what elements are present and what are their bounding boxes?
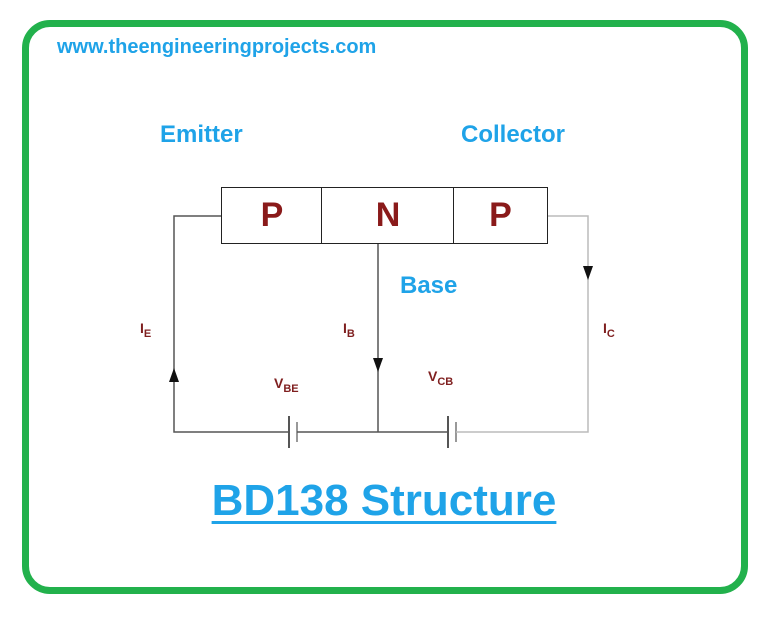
collector-wire (456, 215, 589, 433)
layer-emitter-p: P (221, 187, 323, 244)
diagram-frame (22, 20, 748, 594)
collector-current-arrow (583, 266, 593, 280)
emitter-current-arrow (169, 368, 179, 382)
emitter-current-label: IE (140, 320, 152, 340)
emitter-label: Emitter (160, 121, 243, 148)
vcb-label: VCB (428, 368, 454, 388)
collector-current-label: IC (603, 320, 615, 340)
diagram-title-text: BD138 Structure (211, 476, 557, 525)
website-url: www.theengineeringprojects.com (57, 36, 377, 58)
base-label: Base (400, 272, 458, 299)
base-current-label: IB (343, 320, 355, 340)
vbe-label: VBE (274, 375, 299, 395)
layer-collector-p: P (453, 187, 548, 244)
base-current-arrow (373, 358, 383, 372)
emitter-wire (173, 215, 288, 433)
diagram-title: BD138 Structure (0, 476, 768, 526)
layer-base-n: N (321, 187, 455, 244)
collector-label: Collector (461, 121, 566, 148)
